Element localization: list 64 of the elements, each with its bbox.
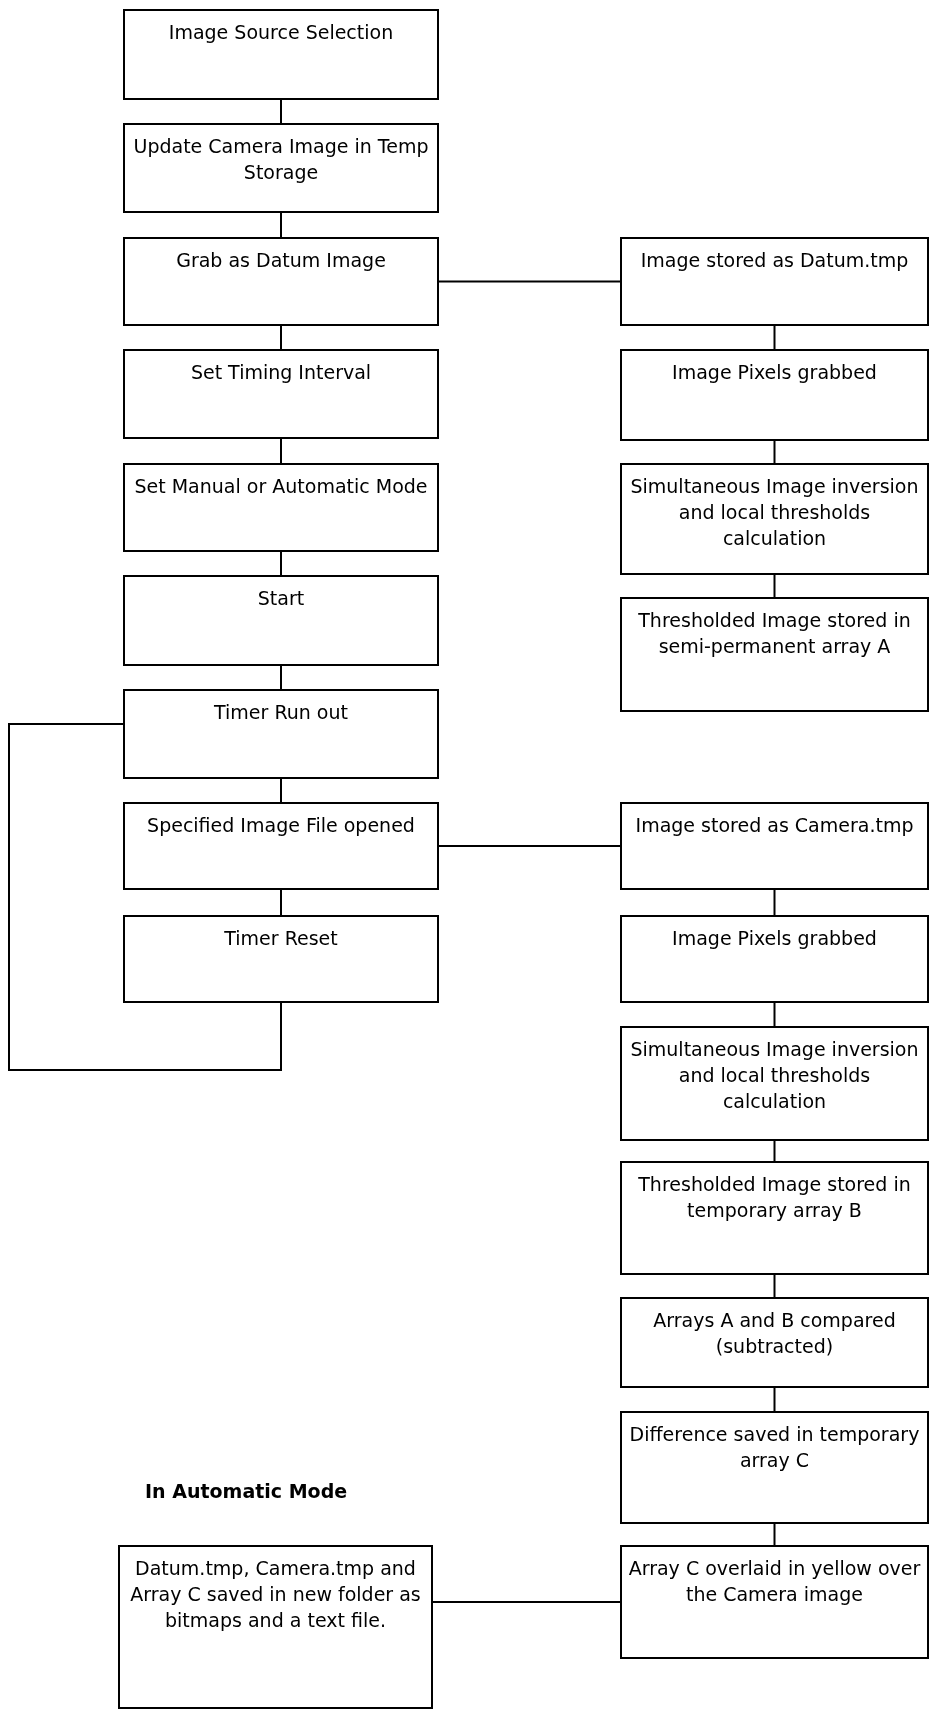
process-box bbox=[123, 802, 439, 890]
step-text: Set Timing Interval bbox=[190, 360, 372, 385]
connector-line bbox=[280, 665, 282, 690]
connector-line bbox=[773, 889, 776, 916]
process-box bbox=[123, 123, 439, 213]
step-text: Grab as Datum Image bbox=[176, 248, 386, 273]
process-box bbox=[620, 463, 929, 575]
process-box bbox=[620, 1411, 929, 1524]
section-heading: In Automatic Mode bbox=[145, 1480, 348, 1502]
step-text: Difference saved in temporary array C bbox=[628, 1422, 921, 1473]
process-box bbox=[620, 597, 929, 712]
step-text: Simultaneous Image inversion and local thresholds calculation bbox=[629, 474, 920, 551]
connector-line bbox=[432, 1601, 621, 1603]
connector-line bbox=[280, 551, 282, 576]
connector-line bbox=[438, 845, 621, 847]
connector-line bbox=[773, 1002, 776, 1027]
step-text: Timer Run out bbox=[214, 700, 348, 725]
process-box bbox=[123, 463, 439, 552]
process-box bbox=[620, 802, 929, 890]
connector-line bbox=[280, 99, 282, 124]
step-text: Image stored as Datum.tmp bbox=[640, 248, 909, 273]
process-box bbox=[620, 915, 929, 1003]
step-text: Arrays A and B compared (subtracted) bbox=[652, 1308, 897, 1359]
step-text: Image stored as Camera.tmp bbox=[635, 813, 914, 838]
step-text: Thresholded Image stored in semi-permanent array A bbox=[637, 608, 912, 659]
connector-line bbox=[773, 440, 776, 464]
connector-line bbox=[773, 1387, 776, 1412]
step-text: Set Manual or Automatic Mode bbox=[134, 474, 428, 499]
connector-line bbox=[773, 1523, 776, 1546]
process-box bbox=[620, 1161, 929, 1275]
process-box bbox=[620, 1297, 929, 1388]
connector-line bbox=[773, 574, 776, 598]
process-box bbox=[620, 1026, 929, 1141]
connector-line bbox=[438, 280, 621, 283]
step-text: Image Source Selection bbox=[168, 20, 394, 45]
connector-line bbox=[280, 212, 282, 238]
step-text: Update Camera Image in Temp Storage bbox=[132, 134, 430, 185]
connector-line bbox=[773, 1140, 776, 1162]
process-box bbox=[118, 1545, 433, 1709]
step-text: Timer Reset bbox=[224, 926, 338, 951]
step-text: Specified Image File opened bbox=[147, 813, 415, 838]
connector-line bbox=[280, 325, 282, 350]
process-box bbox=[620, 349, 929, 441]
process-box bbox=[123, 689, 439, 779]
step-text: Image Pixels grabbed bbox=[672, 926, 877, 951]
process-box bbox=[620, 237, 929, 326]
connector-line bbox=[773, 325, 776, 350]
process-box bbox=[620, 1545, 929, 1659]
step-text: Simultaneous Image inversion and local thresholds calculation bbox=[629, 1037, 920, 1114]
process-box bbox=[123, 349, 439, 439]
step-text: Datum.tmp, Camera.tmp and Array C saved in new folder as bitmaps and a text file. bbox=[129, 1556, 422, 1633]
connector-line bbox=[280, 438, 282, 464]
process-box bbox=[123, 575, 439, 666]
connector-line bbox=[8, 723, 282, 1071]
process-box bbox=[123, 9, 439, 100]
step-text: Array C overlaid in yellow over the Camera image bbox=[628, 1556, 921, 1607]
step-text: Start bbox=[257, 586, 305, 611]
connector-line bbox=[280, 889, 282, 916]
connector-line bbox=[773, 1274, 776, 1298]
process-box bbox=[123, 915, 439, 1003]
step-text: Image Pixels grabbed bbox=[672, 360, 877, 385]
process-box bbox=[123, 237, 439, 326]
step-text: Thresholded Image stored in temporary array B bbox=[637, 1172, 912, 1223]
connector-line bbox=[280, 778, 282, 803]
